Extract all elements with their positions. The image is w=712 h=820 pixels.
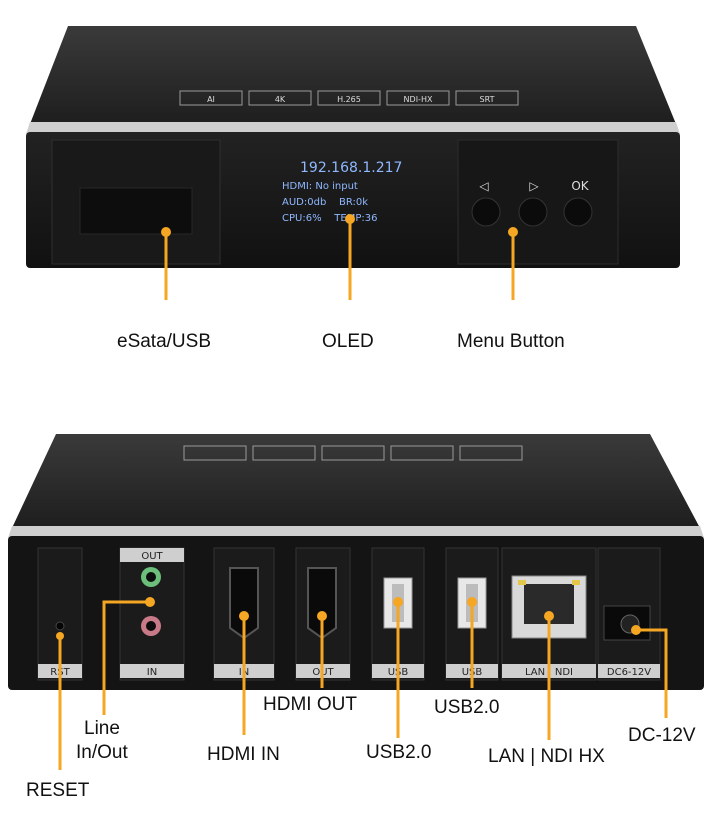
badge-box [386, 90, 450, 106]
badge-ai: AI [207, 95, 215, 104]
badge-box [317, 90, 381, 106]
callout-esata-usb: eSata/USB [117, 331, 211, 352]
top-badges: AI 4K H.265 NDI-HX SRT [179, 90, 519, 106]
menu-buttons: ◁ ▷ OK [471, 179, 593, 227]
callout-line-line1: Line [84, 718, 120, 739]
reset-hole [55, 621, 65, 631]
menu-button-ok [563, 197, 593, 227]
audio-out-label: OUT [141, 551, 163, 562]
callout-line-line2: In/Out [76, 742, 128, 763]
callout-usb-left: USB2.0 [366, 742, 432, 763]
badge-box [248, 90, 312, 106]
front-device: AI 4K H.265 NDI-HX SRT 192.168.1.217 HDM… [26, 26, 680, 300]
menu-button-right [518, 197, 548, 227]
menu-button-left [471, 197, 501, 227]
badge-box [179, 90, 243, 106]
callout-menu-button: Menu Button [457, 331, 565, 352]
oled-display: 192.168.1.217 HDMI: No input AUD:0db BR:… [282, 160, 402, 224]
callout-reset: RESET [26, 780, 90, 801]
rear-device: RST OUT IN IN OUT USB USB [8, 434, 704, 770]
rear-rim [8, 526, 704, 538]
badge-h265: H.265 [337, 95, 361, 104]
callout-dc: DC-12V [628, 725, 696, 746]
front-callout-lines [161, 214, 518, 300]
badge-srt: SRT [480, 95, 495, 104]
badge-4k: 4K [275, 95, 286, 104]
port-bays: RST OUT IN IN OUT USB USB [37, 547, 661, 681]
callout-oled: OLED [322, 331, 374, 352]
ok-symbol: OK [571, 179, 589, 193]
hdmi-out-port [307, 567, 337, 640]
oled-line-2: AUD:0db BR:0k [282, 197, 368, 208]
oled-line-3: CPU:6% TEMP:36 [282, 213, 377, 224]
callout-lan: LAN | NDI HX [488, 746, 605, 767]
dc-label: DC6-12V [607, 667, 651, 678]
left-arrow-icon: ◁ [478, 179, 488, 193]
callout-hdmi-out: HDMI OUT [263, 694, 357, 715]
rear-lid [12, 434, 700, 528]
badge-box [455, 90, 519, 106]
hdmi-in-port [229, 567, 259, 640]
callout-hdmi-in: HDMI IN [207, 744, 280, 765]
audio-in-label: IN [147, 667, 157, 678]
rear-callout-lines [56, 597, 668, 770]
esata-slot [79, 187, 193, 235]
callout-usb-right: USB2.0 [434, 697, 500, 718]
badge-ndi: NDI-HX [404, 95, 433, 104]
front-lid [30, 26, 676, 124]
front-rim [26, 122, 680, 134]
right-arrow-icon: ▷ [529, 179, 539, 193]
oled-ip: 192.168.1.217 [300, 160, 402, 176]
oled-line-1: HDMI: No input [282, 181, 358, 192]
rear-top-badges [183, 445, 523, 461]
